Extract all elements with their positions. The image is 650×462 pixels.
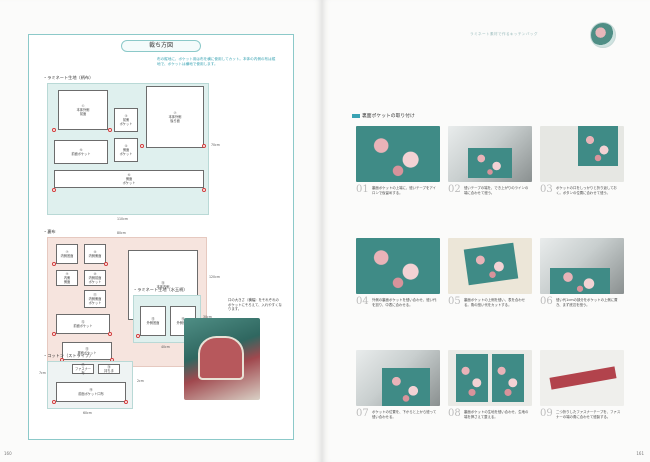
piece-lining-back-pocket: ⑬ 裏面ポケット (62, 342, 112, 360)
step-number: 04 (356, 296, 369, 307)
step-text: 縫いテープの端を、でき上がりのラインの端に合わせて縫う。 (464, 186, 529, 195)
step-photo (356, 238, 440, 294)
step-text: 縫い代1cmの部分をポケットの上側に置き、まず底辺を縫う。 (556, 298, 618, 307)
section-title-text: 裏面ポケットの取り付け (362, 114, 415, 119)
step-text: 裏面ポケットの生地を縫い合わせ、生地の端を押さえて整える。 (464, 410, 529, 419)
dim-height: 70cm (211, 143, 220, 147)
pin-marker (202, 144, 206, 148)
step-08: 08 裏面ポケットの生地を縫い合わせ、生地の端を押さえて整える。 (448, 350, 532, 419)
piece-handle: ⑱ 持ち手 (98, 364, 120, 374)
pin-marker (104, 262, 108, 266)
step-01: 01 裏面ポケットの上端に、縫いテープをアイロンで仮留めする。 (356, 126, 440, 195)
photo-callout: 口の大きさ（横幅）をそれぞれのポケットにそろえて、入れやすくなります。 (228, 298, 282, 312)
dim-laminate2-height: 30cm (203, 315, 212, 319)
step-photo (540, 238, 624, 294)
step-photo (448, 238, 532, 294)
step-text: ポケットの位置を、下からと上から縫って縫い合わせる。 (372, 410, 437, 419)
section-laminate2-label: ・ラミネート生地（水玉柄） (133, 287, 188, 292)
section-laminate-label: ・ラミネート生地（柄布） (43, 75, 94, 80)
diagram-note: 布の縦地に、ポケット用は布を横に使用してカット。本体の内側の布は縦地で、ポケット… (157, 57, 276, 66)
step-photo (540, 126, 624, 182)
thumbnail-photo (590, 22, 616, 48)
step-text: 裏面ポケットの上側を縫い、表を合わせる。角の縫い代をカットする。 (464, 298, 526, 307)
piece-front-pocket-facing: ⑲ 前面ポケット口布 (56, 382, 126, 402)
pin-marker (108, 128, 112, 132)
section-title-bar (352, 113, 360, 118)
step-photo (356, 126, 440, 182)
pin-marker (52, 332, 56, 336)
piece-lining-bottom: ⑦ 内側底面 (56, 244, 78, 264)
step-number: 05 (448, 296, 461, 307)
dim-lining-width: 80cm (117, 231, 126, 235)
step-text: ポケットの口をしっかりと折り返しておく。ボタンの位置に合わせて縫う。 (556, 186, 617, 195)
step-04: 04 外側の裏面ポケットを縫い合わせ、縫い代を割り、中表に合わせる。 (356, 238, 440, 307)
cutting-diagram: 裁ち方図 布の縦地に、ポケット用は布を横に使用してカット。本体の内側の布は縦地で… (28, 34, 294, 440)
dim-cotton-small: 7cm (39, 371, 46, 375)
piece-lining-side2: ⑨ 内側 側面 (56, 270, 78, 286)
pin-marker (52, 400, 56, 404)
page-number-right: 161 (636, 451, 644, 456)
laminate-panel: ① 本体外側 前面 ③ 前側 ポケット ② 本体外側 後ろ面 ④ 側面 ポケット… (47, 83, 209, 215)
step-photo (356, 350, 440, 406)
step-09: 09 二つ折りしたファスナーテープを、ファスナーの端の角に合わせて縫製する。 (540, 350, 624, 419)
piece-front-face-pocket: ⑤ 前面ポケット (54, 140, 108, 164)
running-head: ラミネート素材で作るキッチンバッグ (470, 32, 538, 36)
step-number: 01 (356, 184, 369, 195)
step-number: 08 (448, 408, 461, 419)
step-text: 外側の裏面ポケットを縫い合わせ、縫い代を割り、中表に合わせる。 (372, 298, 437, 307)
step-number: 09 (540, 408, 553, 419)
piece-side-pocket-long: ⑥ 側面 ポケット (54, 170, 204, 188)
step-photo (540, 350, 624, 406)
dim-laminate2-width: 40cm (161, 345, 170, 349)
zipper-tape (549, 366, 617, 390)
diagram-title: 裁ち方図 (121, 40, 201, 52)
piece-side-pocket: ④ 側面 ポケット (114, 138, 138, 162)
cotton-panel: ⑰ ファスナー 布 ⑱ 持ち手 ⑲ 前面ポケット口布 (47, 361, 133, 409)
piece-lining-side-pocket: ⑪ 内側側面 ポケット (84, 290, 106, 308)
dim-cotton-tiny: 2cm (137, 379, 144, 383)
pin-marker (124, 400, 128, 404)
section-title: 裏面ポケットの取り付け (352, 112, 415, 119)
pin-marker (136, 334, 140, 338)
step-number: 07 (356, 408, 369, 419)
section-cotton-label: ・コットン（ストライプ） (43, 353, 94, 358)
step-02: 02 縫いテープの端を、でき上がりのラインの端に合わせて縫う。 (448, 126, 532, 195)
pin-marker (52, 128, 56, 132)
piece-zipper-cloth: ⑰ ファスナー 布 (72, 363, 94, 375)
piece-lining-side: ⑧ 内側側面 (84, 244, 106, 264)
step-number: 03 (540, 184, 553, 195)
pin-marker (52, 262, 56, 266)
dim-cotton-width: 60cm (83, 411, 92, 415)
step-number: 02 (448, 184, 461, 195)
dim-width: 110cm (117, 217, 128, 221)
bag-photo (184, 318, 260, 400)
pin-marker (202, 188, 206, 192)
dim-lining-height: 120cm (209, 275, 220, 279)
step-05: 05 裏面ポケットの上側を縫い、表を合わせる。角の縫い代をカットする。 (448, 238, 532, 307)
piece-back-outer: ② 本体外側 後ろ面 (146, 86, 204, 148)
left-page: 裁ち方図 布の縦地に、ポケット用は布を横に使用してカット。本体の内側の布は縦地で… (0, 0, 322, 462)
step-07: 07 ポケットの位置を、下からと上から縫って縫い合わせる。 (356, 350, 440, 419)
step-text: 裏面ポケットの上端に、縫いテープをアイロンで仮留めする。 (372, 186, 436, 195)
step-06: 06 縫い代1cmの部分をポケットの上側に置き、まず底辺を縫う。 (540, 238, 624, 307)
piece-front-pocket: ③ 前側 ポケット (114, 108, 138, 132)
pin-marker (108, 332, 112, 336)
step-photo (448, 350, 532, 406)
step-text: 二つ折りしたファスナーテープを、ファスナーの端の角に合わせて縫製する。 (556, 410, 621, 419)
piece-lining-front-face-pocket: ⑫ 前面ポケット (56, 314, 110, 334)
piece-lining-front-pocket: ⑩ 内側前面 ポケット (84, 270, 106, 286)
section-lining-label: ・裏布 (43, 229, 56, 234)
bag-photo-inner (198, 336, 244, 380)
step-03: 03 ポケットの口をしっかりと折り返しておく。ボタンの位置に合わせて縫う。 (540, 126, 624, 195)
piece-outer-bottom: ⑮ 外側底面 (140, 306, 166, 336)
piece-front-outer: ① 本体外側 前面 (58, 90, 108, 130)
page-number-left: 160 (4, 451, 12, 456)
step-number: 06 (540, 296, 553, 307)
pin-marker (140, 144, 144, 148)
pin-marker (52, 188, 56, 192)
step-photo (448, 126, 532, 182)
